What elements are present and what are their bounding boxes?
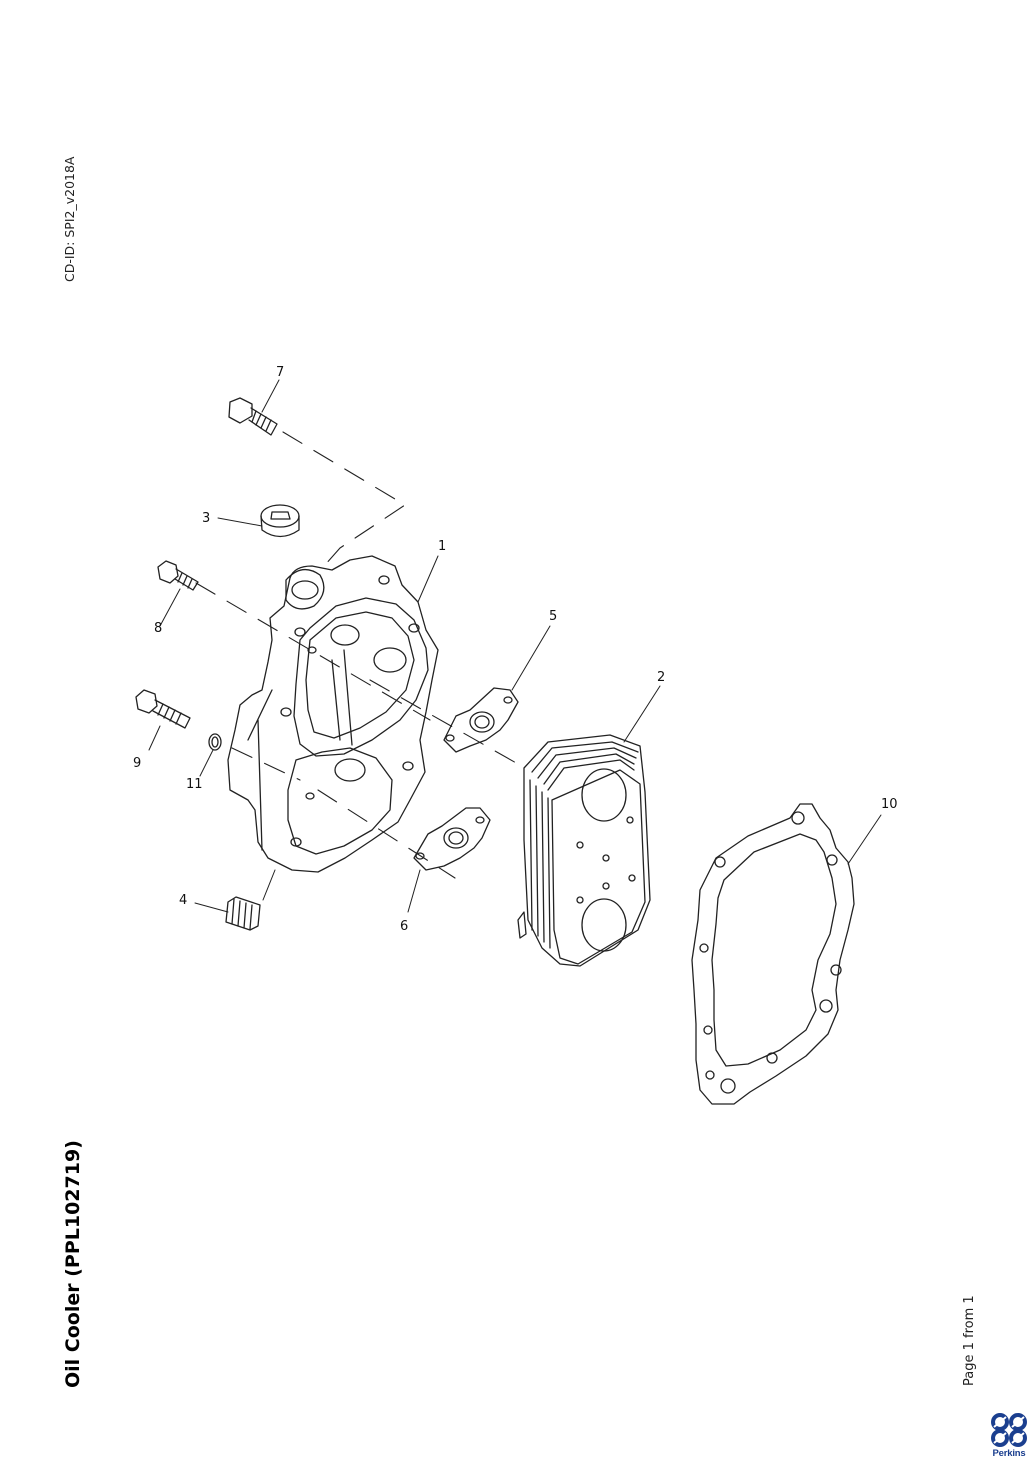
callout-3: 3 <box>202 511 210 526</box>
plug-3 <box>260 504 300 538</box>
gasket-6 <box>413 807 491 871</box>
callout-9: 9 <box>133 756 141 771</box>
callout-5: 5 <box>549 609 557 624</box>
callout-labels: 7 3 1 8 5 2 9 11 10 4 6 <box>133 365 898 934</box>
brand-name: Perkins <box>992 1448 1026 1459</box>
callout-7: 7 <box>276 365 284 380</box>
gasket-10 <box>691 803 855 1105</box>
callout-2: 2 <box>657 670 665 685</box>
assembly-lines <box>195 431 526 879</box>
callout-8: 8 <box>154 621 162 636</box>
callout-1: 1 <box>438 539 446 554</box>
bolt-8 <box>157 560 199 591</box>
callout-6: 6 <box>400 919 408 934</box>
callout-4: 4 <box>179 893 187 908</box>
leader-lines <box>148 379 882 913</box>
oil-cooler-housing-1 <box>227 555 439 873</box>
perkins-emblem-icon <box>991 1413 1027 1447</box>
bolt-7 <box>228 397 278 436</box>
gasket-5 <box>443 687 519 753</box>
perkins-logo: Perkins <box>989 1412 1029 1460</box>
callout-11: 11 <box>186 777 203 792</box>
oil-cooler-core-2 <box>517 734 651 967</box>
plug-4 <box>225 896 261 931</box>
callout-10: 10 <box>881 797 898 812</box>
seal-ring-11 <box>208 733 222 751</box>
bolt-9 <box>135 689 191 729</box>
